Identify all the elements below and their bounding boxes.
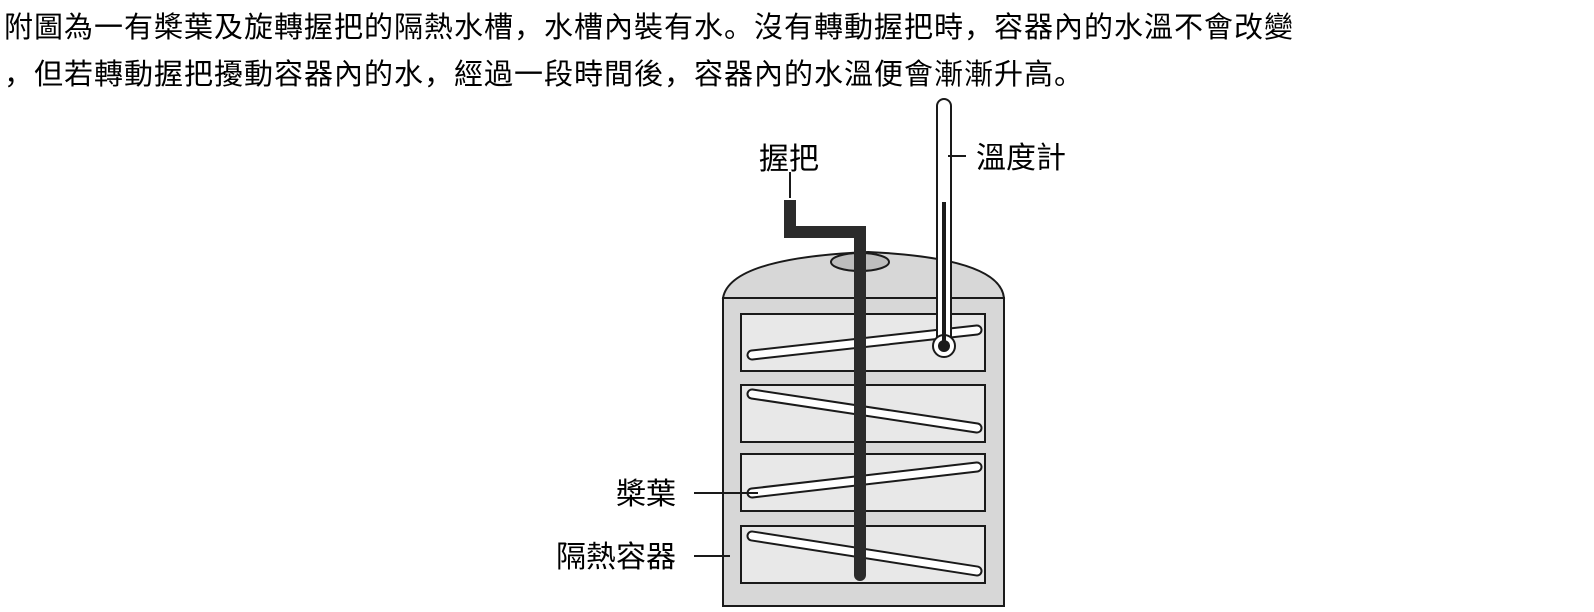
handle-label: 握把 xyxy=(759,142,819,177)
thermometer xyxy=(932,98,956,358)
thermometer-label: 溫度計 xyxy=(976,141,1066,176)
crank-handle xyxy=(784,200,890,581)
handle-crank xyxy=(784,200,866,262)
question-text: 附圖為一有槳葉及旋轉握把的隔熱水槽，水槽內裝有水。沒有轉動握把時，容器內的水溫不… xyxy=(4,4,1590,98)
leader-lines xyxy=(694,155,966,557)
question-line-1: 附圖為一有槳葉及旋轉握把的隔熱水槽，水槽內裝有水。沒有轉動握把時，容器內的水溫不… xyxy=(4,10,1295,44)
question-line-2: ，但若轉動握把擾動容器內的水，經過一段時間後，容器內的水溫便會漸漸升高。 xyxy=(4,57,1085,91)
thermometer-bulb xyxy=(938,340,950,352)
container-label: 隔熱容器 xyxy=(556,540,676,575)
paddle-label: 槳葉 xyxy=(616,477,676,512)
